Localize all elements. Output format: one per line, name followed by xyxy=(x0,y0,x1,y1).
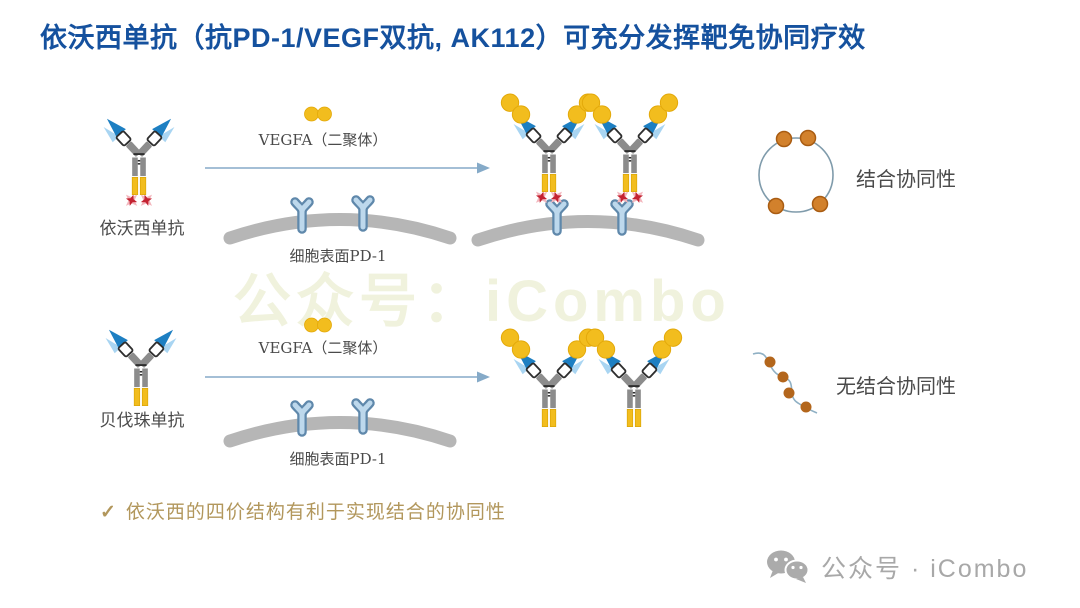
bevacizumab-bound-complex xyxy=(583,325,685,426)
vegfa-dimer xyxy=(304,317,332,333)
pd1-label-row2: 细胞表面PD-1 xyxy=(289,450,387,468)
cell-membrane xyxy=(230,220,450,239)
no-binding-synergy-label: 无结合协同性 xyxy=(836,374,956,398)
binding-synergy-label: 结合协同性 xyxy=(856,167,956,191)
bevacizumab-label: 贝伐珠单抗 xyxy=(99,411,185,431)
slide-title: 依沃西单抗（抗PD-1/VEGF双抗, AK112）可充分发挥靶免协同疗效 xyxy=(40,23,866,53)
footer: 公众号 · iCombo xyxy=(765,549,1028,585)
arrow-right-icon xyxy=(205,371,490,383)
vegfa-dimer xyxy=(304,106,332,122)
takeaway-note: ✓ 依沃西的四价结构有利于实现结合的协同性 xyxy=(100,497,506,524)
ivonescimab-bound-complex xyxy=(579,90,681,208)
binding-synergy-circle-icon xyxy=(758,129,834,215)
check-icon: ✓ xyxy=(100,501,117,523)
bevacizumab-molecule xyxy=(100,325,181,406)
bevacizumab-bound-complex xyxy=(498,325,600,426)
footer-text: 公众号 · iCombo xyxy=(821,555,1029,583)
no-synergy-curve-icon xyxy=(752,352,818,414)
ivonescimab-label: 依沃西单抗 xyxy=(99,219,185,239)
cell-membrane xyxy=(230,423,450,442)
pd1-label-row1: 细胞表面PD-1 xyxy=(289,247,387,265)
vegfa-label-row1: VEGFA（二聚体） xyxy=(258,131,388,149)
note-text: 依沃西的四价结构有利于实现结合的协同性 xyxy=(125,501,506,523)
cell-membrane xyxy=(478,222,698,241)
ivonescimab-molecule xyxy=(98,114,179,211)
arrow-right-icon xyxy=(205,162,490,174)
wechat-icon xyxy=(767,550,810,583)
vegfa-label-row2: VEGFA（二聚体） xyxy=(258,339,388,357)
